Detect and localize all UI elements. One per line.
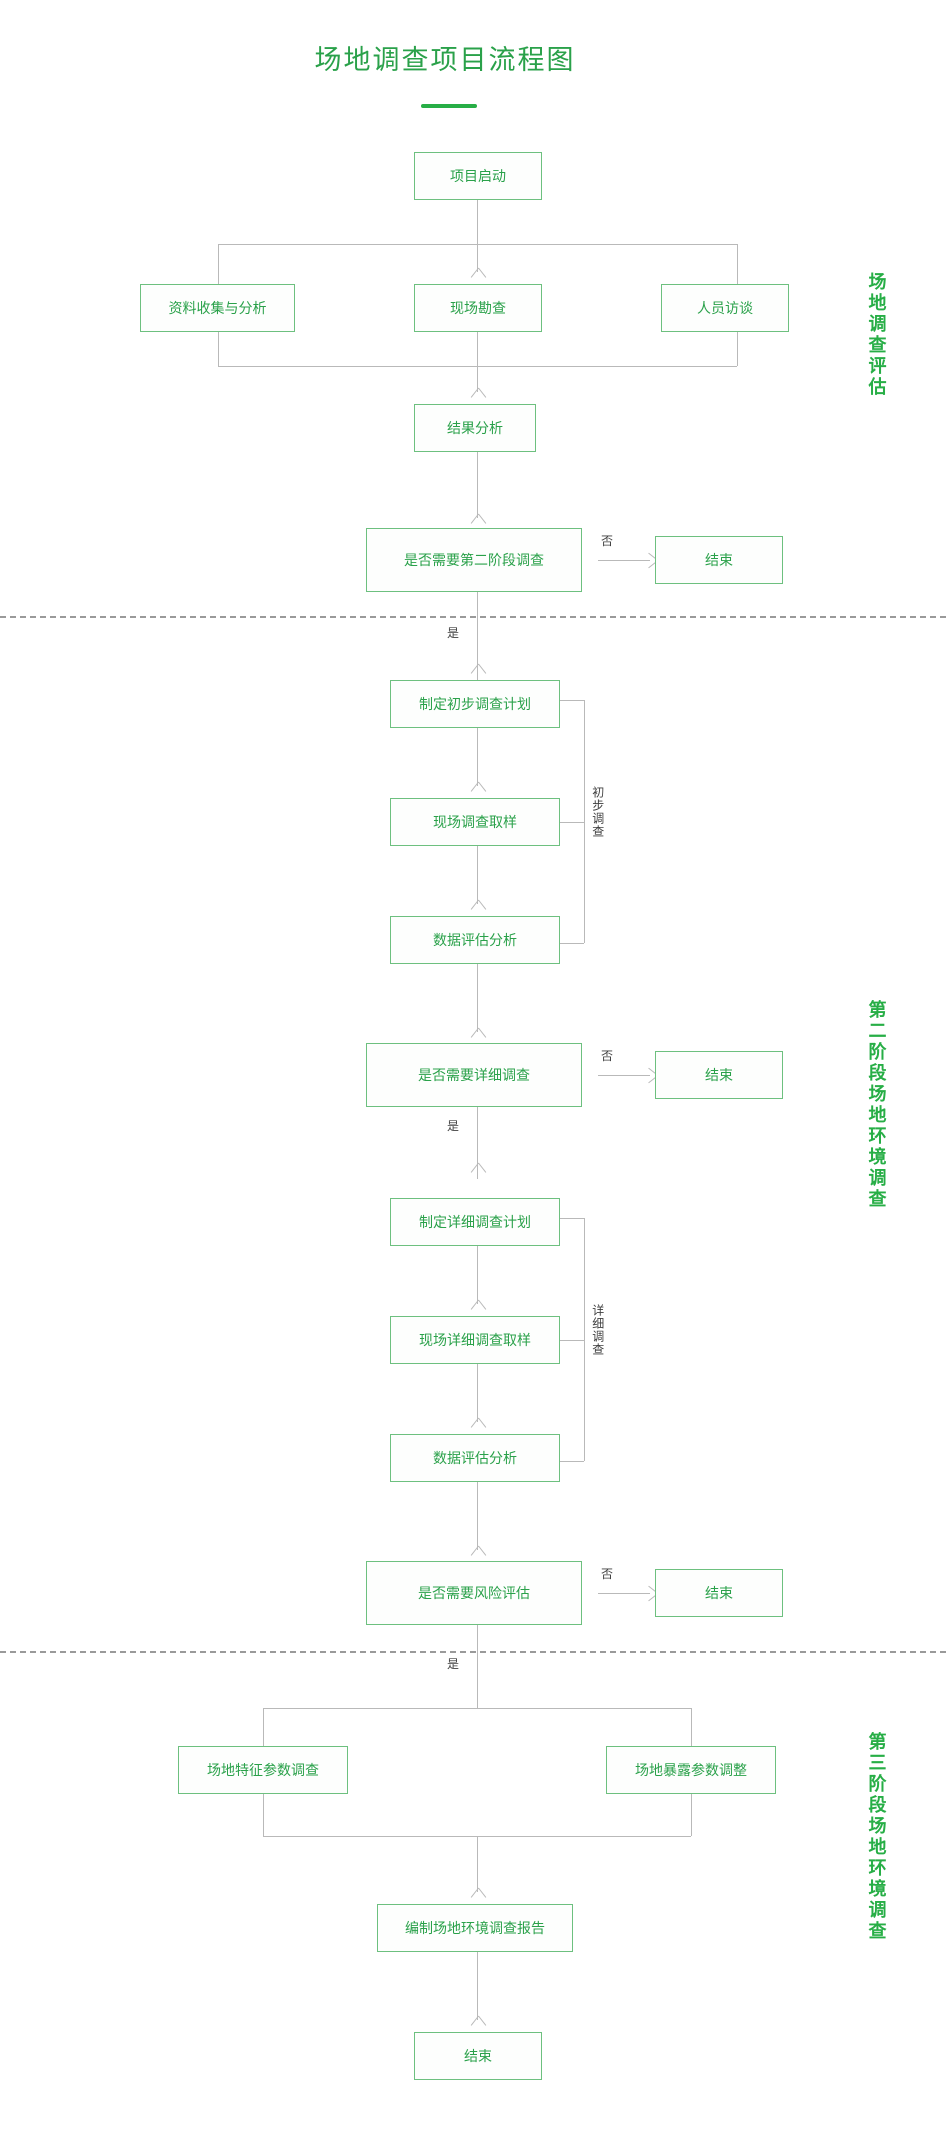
connector-stage3-right-down <box>691 1708 692 1746</box>
node-decision-stage2[interactable]: 是否需要第二阶段调查 <box>366 528 582 592</box>
connector-bus-left-down <box>218 244 219 284</box>
title-underline <box>4 95 894 113</box>
node-end-3[interactable]: 结束 <box>655 1569 783 1617</box>
side-label-stage3: 第三阶段场地环境调查 <box>866 1732 887 1942</box>
side-label-stage2: 第二阶段场地环境调查 <box>866 1000 887 1210</box>
connector-stage3-merge-center <box>477 1836 478 1892</box>
arrow-to-plan-preliminary <box>471 664 485 674</box>
connector-sampling-pre-down <box>477 846 478 904</box>
arrow-to-data-eval-preliminary <box>471 900 485 910</box>
bracket-label-detail: 详细调查 <box>590 1304 605 1356</box>
connector-left-merge-down <box>218 332 219 366</box>
connector-bus-center-down <box>477 244 478 272</box>
arrow-to-sampling-preliminary <box>471 782 485 792</box>
connector-stage3-left-down <box>263 1708 264 1746</box>
connector-bus-right-down <box>737 244 738 284</box>
node-sampling-detail[interactable]: 现场详细调查取样 <box>390 1316 560 1364</box>
node-site-recon[interactable]: 现场勘查 <box>414 284 542 332</box>
node-data-collection[interactable]: 资料收集与分析 <box>140 284 295 332</box>
connector-report-down <box>477 1952 478 2020</box>
connector-plan-detail-down <box>477 1246 478 1304</box>
node-plan-detail[interactable]: 制定详细调查计划 <box>390 1198 560 1246</box>
arrow-to-decision-risk <box>471 1546 485 1556</box>
node-decision-risk[interactable]: 是否需要风险评估 <box>366 1561 582 1625</box>
node-site-exposure-param[interactable]: 场地暴露参数调整 <box>606 1746 776 1794</box>
edge-label-yes-3: 是 <box>447 1657 460 1671</box>
connector-decision-risk-no <box>598 1593 650 1594</box>
node-sampling-preliminary[interactable]: 现场调查取样 <box>390 798 560 846</box>
side-label-stage1: 场地调查评估 <box>866 272 887 398</box>
node-end-2[interactable]: 结束 <box>655 1051 783 1099</box>
edge-label-no-1: 否 <box>601 534 614 548</box>
bracket-stub-det-mid <box>560 1340 584 1341</box>
bracket-stub-pre-bot <box>560 943 584 944</box>
connector-merge-center-down <box>477 332 478 392</box>
edge-label-yes-2: 是 <box>447 1119 460 1133</box>
bracket-stub-pre-top <box>560 700 584 701</box>
connector-plan-pre-down <box>477 728 478 786</box>
bracket-stub-pre-mid <box>560 822 584 823</box>
node-result-analysis[interactable]: 结果分析 <box>414 404 536 452</box>
arrow-to-decision-stage2 <box>471 514 485 524</box>
node-end-4[interactable]: 结束 <box>414 2032 542 2080</box>
arrow-to-data-eval-detail <box>471 1418 485 1428</box>
arrow-to-result-analysis <box>471 388 485 398</box>
node-site-feature-param[interactable]: 场地特征参数调查 <box>178 1746 348 1794</box>
arrow-to-decision-detail <box>471 1028 485 1038</box>
edge-label-yes-1: 是 <box>447 626 460 640</box>
node-end-1[interactable]: 结束 <box>655 536 783 584</box>
bracket-label-preliminary: 初步调查 <box>590 786 605 838</box>
node-report[interactable]: 编制场地环境调查报告 <box>377 1904 573 1952</box>
arrow-to-site-recon <box>471 268 485 278</box>
connector-right-merge-down <box>737 332 738 366</box>
section-divider-1 <box>0 616 946 618</box>
arrow-to-report <box>471 1888 485 1898</box>
section-divider-2 <box>0 1651 946 1653</box>
connector-result-to-decision <box>477 452 478 518</box>
node-data-eval-preliminary[interactable]: 数据评估分析 <box>390 916 560 964</box>
node-interview[interactable]: 人员访谈 <box>661 284 789 332</box>
connector-start-down <box>477 200 478 244</box>
bracket-spine-preliminary <box>584 700 585 943</box>
bracket-stub-det-top <box>560 1218 584 1219</box>
connector-data-eval-detail-down <box>477 1482 478 1550</box>
connector-data-eval-pre-down <box>477 964 478 1032</box>
connector-decision2-yes <box>477 592 478 680</box>
connector-sampling-detail-down <box>477 1364 478 1422</box>
connector-decision-detail-yes <box>477 1107 478 1179</box>
bracket-stub-det-bot <box>560 1461 584 1462</box>
node-data-eval-detail[interactable]: 数据评估分析 <box>390 1434 560 1482</box>
edge-label-no-3: 否 <box>601 1567 614 1581</box>
arrow-to-plan-detail <box>471 1163 485 1173</box>
connector-decision2-no <box>598 560 650 561</box>
node-decision-detail[interactable]: 是否需要详细调查 <box>366 1043 582 1107</box>
bracket-spine-detail <box>584 1218 585 1461</box>
connector-decision-risk-yes <box>477 1625 478 1708</box>
connector-stage3-right-merge <box>691 1794 692 1836</box>
node-start[interactable]: 项目启动 <box>414 152 542 200</box>
connector-stage3-left-merge <box>263 1794 264 1836</box>
connector-stage3-bus-top <box>263 1708 691 1709</box>
node-plan-preliminary[interactable]: 制定初步调查计划 <box>390 680 560 728</box>
arrow-to-end-4 <box>471 2016 485 2026</box>
edge-label-no-2: 否 <box>601 1049 614 1063</box>
arrow-to-sampling-detail <box>471 1300 485 1310</box>
connector-decision-detail-no <box>598 1075 650 1076</box>
page-title: 场地调查项目流程图 <box>314 45 576 75</box>
